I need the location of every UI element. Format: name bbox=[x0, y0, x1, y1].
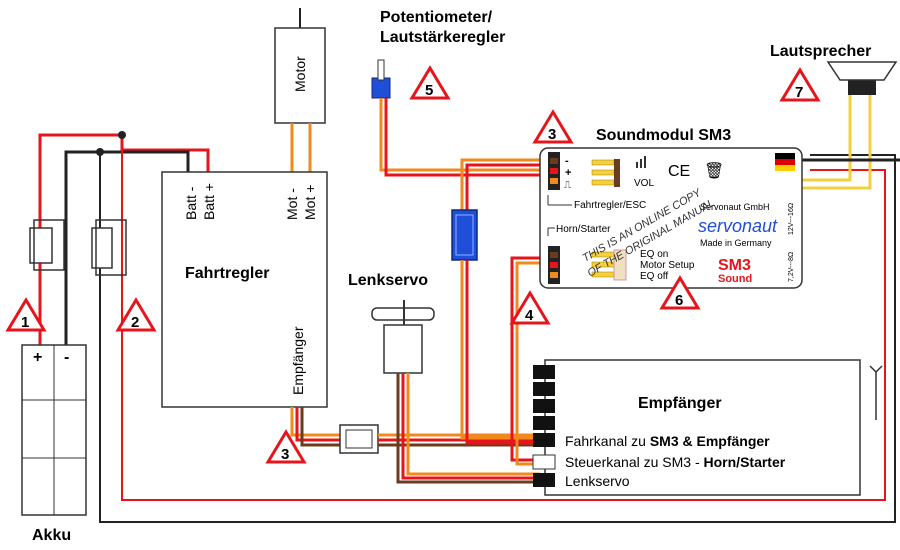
sm3-motor-setup: Motor Setup bbox=[640, 260, 695, 271]
connector-plug-2 bbox=[91, 227, 113, 269]
svg-text:1: 1 bbox=[21, 314, 29, 331]
motor-label: Motor bbox=[292, 56, 308, 92]
marker-3a: 3 bbox=[265, 429, 307, 464]
svg-text:6: 6 bbox=[675, 292, 683, 309]
akku-plus: + bbox=[33, 349, 42, 366]
sm3-ce: CE bbox=[668, 163, 690, 180]
akku-minus: - bbox=[64, 349, 69, 366]
sm3-bin-icon: 🗑 bbox=[704, 162, 724, 180]
connector-plug-2b bbox=[95, 219, 127, 276]
lenkservo-label: Lenkservo bbox=[348, 272, 428, 289]
marker-5: 5 bbox=[409, 65, 451, 100]
potentiometer bbox=[371, 59, 540, 177]
empfaenger-box-label: Empfänger bbox=[638, 395, 722, 412]
fahrtregler-esc: Batt - Batt + Mot - Mot + Fahrtregler Em… bbox=[161, 171, 328, 408]
lautsprecher bbox=[826, 61, 898, 95]
marker-2: 2 bbox=[115, 297, 157, 332]
connector-plug-black bbox=[33, 219, 65, 271]
junction-red bbox=[118, 131, 126, 139]
empfaenger-vertical-label: Empfänger bbox=[290, 326, 306, 395]
sm3-model: SM3 bbox=[718, 257, 751, 274]
batt-minus-label: Batt - bbox=[183, 186, 199, 220]
svg-text:4: 4 bbox=[525, 307, 534, 324]
horn-starter-cable bbox=[510, 256, 540, 466]
receiver-lenkservo: Lenkservo bbox=[565, 473, 630, 489]
german-flag-icon bbox=[775, 153, 795, 159]
connector-plug-red bbox=[29, 227, 53, 264]
sm3-module: - + ⎍ VOL CE 🗑 Fahrtregler/ESC Servonaut… bbox=[539, 147, 803, 289]
lenkservo bbox=[371, 300, 540, 484]
soundmodul-label: Soundmodul SM3 bbox=[596, 127, 731, 144]
battery-wires bbox=[38, 131, 896, 523]
akku-label: Akku bbox=[32, 527, 71, 544]
marker-7: 7 bbox=[779, 67, 821, 102]
marker-3b: 3 bbox=[532, 109, 574, 144]
fahrtregler-label: Fahrtregler bbox=[185, 265, 269, 282]
sm3-model-sub: Sound bbox=[718, 273, 752, 285]
sm3-fahrtregler-esc: Fahrtregler/ESC bbox=[574, 200, 646, 211]
svg-text:3: 3 bbox=[281, 446, 289, 463]
sm3-pin-signal: ⎍ bbox=[564, 180, 571, 191]
esc-receiver-cable bbox=[290, 407, 540, 454]
svg-text:7: 7 bbox=[795, 84, 803, 101]
svg-text:2: 2 bbox=[131, 314, 139, 331]
sm3-bars-icon bbox=[636, 162, 638, 168]
marker-6: 6 bbox=[659, 275, 701, 310]
svg-text:3: 3 bbox=[548, 126, 556, 143]
sm3-eq-on: EQ on bbox=[640, 249, 668, 260]
sm3-horn-starter: Horn/Starter bbox=[556, 224, 611, 235]
sm3-eq-off: EQ off bbox=[640, 271, 668, 282]
potentiometer-label-1: Potentiometer/ bbox=[380, 9, 493, 26]
lautsprecher-label: Lautsprecher bbox=[770, 43, 871, 60]
sm3-voltage1: 12V---16Ω bbox=[788, 203, 795, 235]
junction-black bbox=[96, 148, 104, 156]
red-wire-loop bbox=[121, 135, 886, 501]
batt-plus-label: Batt + bbox=[201, 183, 217, 220]
sm3-vol: VOL bbox=[634, 178, 654, 189]
svg-text:5: 5 bbox=[425, 82, 433, 99]
receiver-steuerkanal: Steuerkanal zu SM3 - Horn/Starter bbox=[565, 454, 786, 470]
marker-4: 4 bbox=[509, 290, 551, 325]
black-wire-loop bbox=[99, 152, 896, 523]
potentiometer-label-2: Lautstärkeregler bbox=[380, 29, 505, 46]
sm3-pin-minus: - bbox=[565, 155, 569, 167]
sm3-voltage2: 7,2V---8Ω bbox=[788, 252, 795, 282]
motor: Motor bbox=[274, 8, 326, 172]
receiver-fahrkanal: Fahrkanal zu SM3 & Empfänger bbox=[565, 433, 770, 449]
sm3-pin-plus: + bbox=[565, 167, 571, 179]
marker-1: 1 bbox=[5, 297, 47, 332]
empfaenger-receiver: Empfänger Fahrkanal zu SM3 & Empfänger S… bbox=[532, 359, 883, 496]
mot-plus-label: Mot + bbox=[302, 185, 318, 220]
speaker-wires bbox=[800, 95, 900, 190]
black-wire-akku-minus bbox=[64, 150, 190, 345]
sm3-brand: servonaut bbox=[698, 216, 778, 236]
akku-battery: + - bbox=[21, 344, 87, 516]
mot-minus-label: Mot - bbox=[284, 188, 300, 220]
sm3-company: Servonaut GmbH bbox=[700, 202, 770, 212]
sm3-made-in: Made in Germany bbox=[700, 238, 772, 248]
